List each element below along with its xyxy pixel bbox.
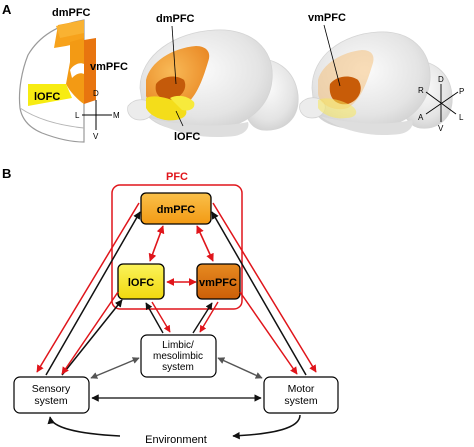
orient-v-label: V	[438, 124, 444, 133]
brain1-dmpfc-leader	[171, 25, 177, 85]
node-limbic-line2: mesolimbic	[153, 351, 203, 362]
section-vmpfc-region	[84, 38, 96, 104]
node-sensory	[13, 376, 90, 414]
arrow-lofc-to-limbic	[151, 301, 171, 333]
node-sensory-line1: Sensory	[32, 383, 71, 395]
arrow-lofc-to-sensory	[61, 291, 119, 375]
node-motor	[263, 376, 339, 414]
panel-b-label: B	[2, 166, 11, 181]
node-dmpfc	[140, 192, 212, 225]
node-motor-line2: system	[284, 395, 318, 407]
brain2-vmpfc-leader	[323, 24, 341, 87]
node-motor-line1: Motor	[288, 383, 315, 395]
node-vmpfc-label: vmPFC	[199, 277, 237, 289]
axis-v-label: V	[93, 132, 99, 141]
orient-p-label: P	[459, 87, 464, 96]
brain-render-2: vmPFC	[299, 12, 453, 136]
arrow-motor-to-dmpfc	[211, 211, 307, 376]
orientation-axes: D V R P A L	[418, 75, 464, 133]
brain2-vmpfc-blob	[329, 76, 361, 105]
node-lofc-label: lOFC	[128, 277, 154, 289]
node-dmpfc-label: dmPFC	[157, 204, 196, 216]
node-sensory-line2: system	[34, 395, 68, 407]
coronal-section: lOFC vmPFC dmPFC	[18, 7, 128, 143]
section-forceps-white	[70, 63, 84, 78]
section-dmpfc-label: dmPFC	[52, 7, 91, 19]
arrow-dmpfc-lofc	[148, 225, 165, 262]
panel-a-label: A	[2, 2, 12, 17]
node-limbic-line1: Limbic/	[162, 340, 194, 351]
arrow-limbic-motor	[217, 357, 263, 379]
arrow-dmpfc-vmpfc	[196, 225, 214, 262]
brain2-ventral	[320, 116, 413, 136]
orient-d-label: D	[438, 75, 444, 84]
brain1-dmpfc-label: dmPFC	[156, 13, 195, 25]
brain2-lofc-ghost	[318, 98, 357, 119]
section-lofc-region	[28, 84, 72, 106]
arrow-sensory-limbic	[90, 357, 140, 379]
arrow-sensory-to-dmpfc	[45, 211, 141, 376]
node-vmpfc	[196, 263, 241, 300]
arrow-limbic-to-vmpfc	[192, 302, 213, 334]
arrow-environment-to-sensory	[47, 416, 121, 437]
orient-r-label: R	[418, 86, 424, 95]
arrow-limbic-to-lofc	[145, 302, 164, 334]
arrow-dmpfc-to-sensory	[36, 202, 140, 373]
section-vmpfc-label: vmPFC	[90, 61, 128, 73]
section-inner-contour	[19, 107, 85, 129]
brain1-lofc-blob2	[170, 95, 195, 111]
section-axis-cross: D V L M	[75, 89, 120, 141]
brain2-vmpfc-label: vmPFC	[308, 12, 346, 24]
axis-l-label: L	[75, 111, 80, 120]
arrow-vmpfc-to-limbic	[199, 301, 219, 333]
brain1-lofc-label: lOFC	[174, 131, 200, 143]
orient-l-label: L	[459, 113, 464, 122]
section-dmpfc-upper	[56, 20, 84, 38]
brain1-vmpfc-blob	[155, 76, 186, 100]
pfc-label: PFC	[166, 171, 188, 183]
axis-d-label: D	[93, 89, 99, 98]
arrow-dmpfc-to-motor	[212, 202, 317, 373]
brain1-lofc-leader	[175, 110, 184, 127]
node-limbic	[140, 334, 217, 378]
node-environment-label: Environment	[145, 434, 207, 446]
arrow-vmpfc-to-motor	[239, 291, 298, 375]
arrow-motor-to-environment	[232, 414, 301, 440]
section-lofc-label: lOFC	[34, 91, 60, 103]
node-lofc	[117, 263, 165, 300]
brain-render-1: dmPFC lOFC	[127, 13, 299, 143]
arrow-sensory-to-lofc	[61, 299, 123, 376]
orient-a-label: A	[418, 113, 424, 122]
brain1-ventral	[150, 118, 249, 138]
node-limbic-line3: system	[162, 362, 194, 373]
axis-m-label: M	[113, 111, 120, 120]
